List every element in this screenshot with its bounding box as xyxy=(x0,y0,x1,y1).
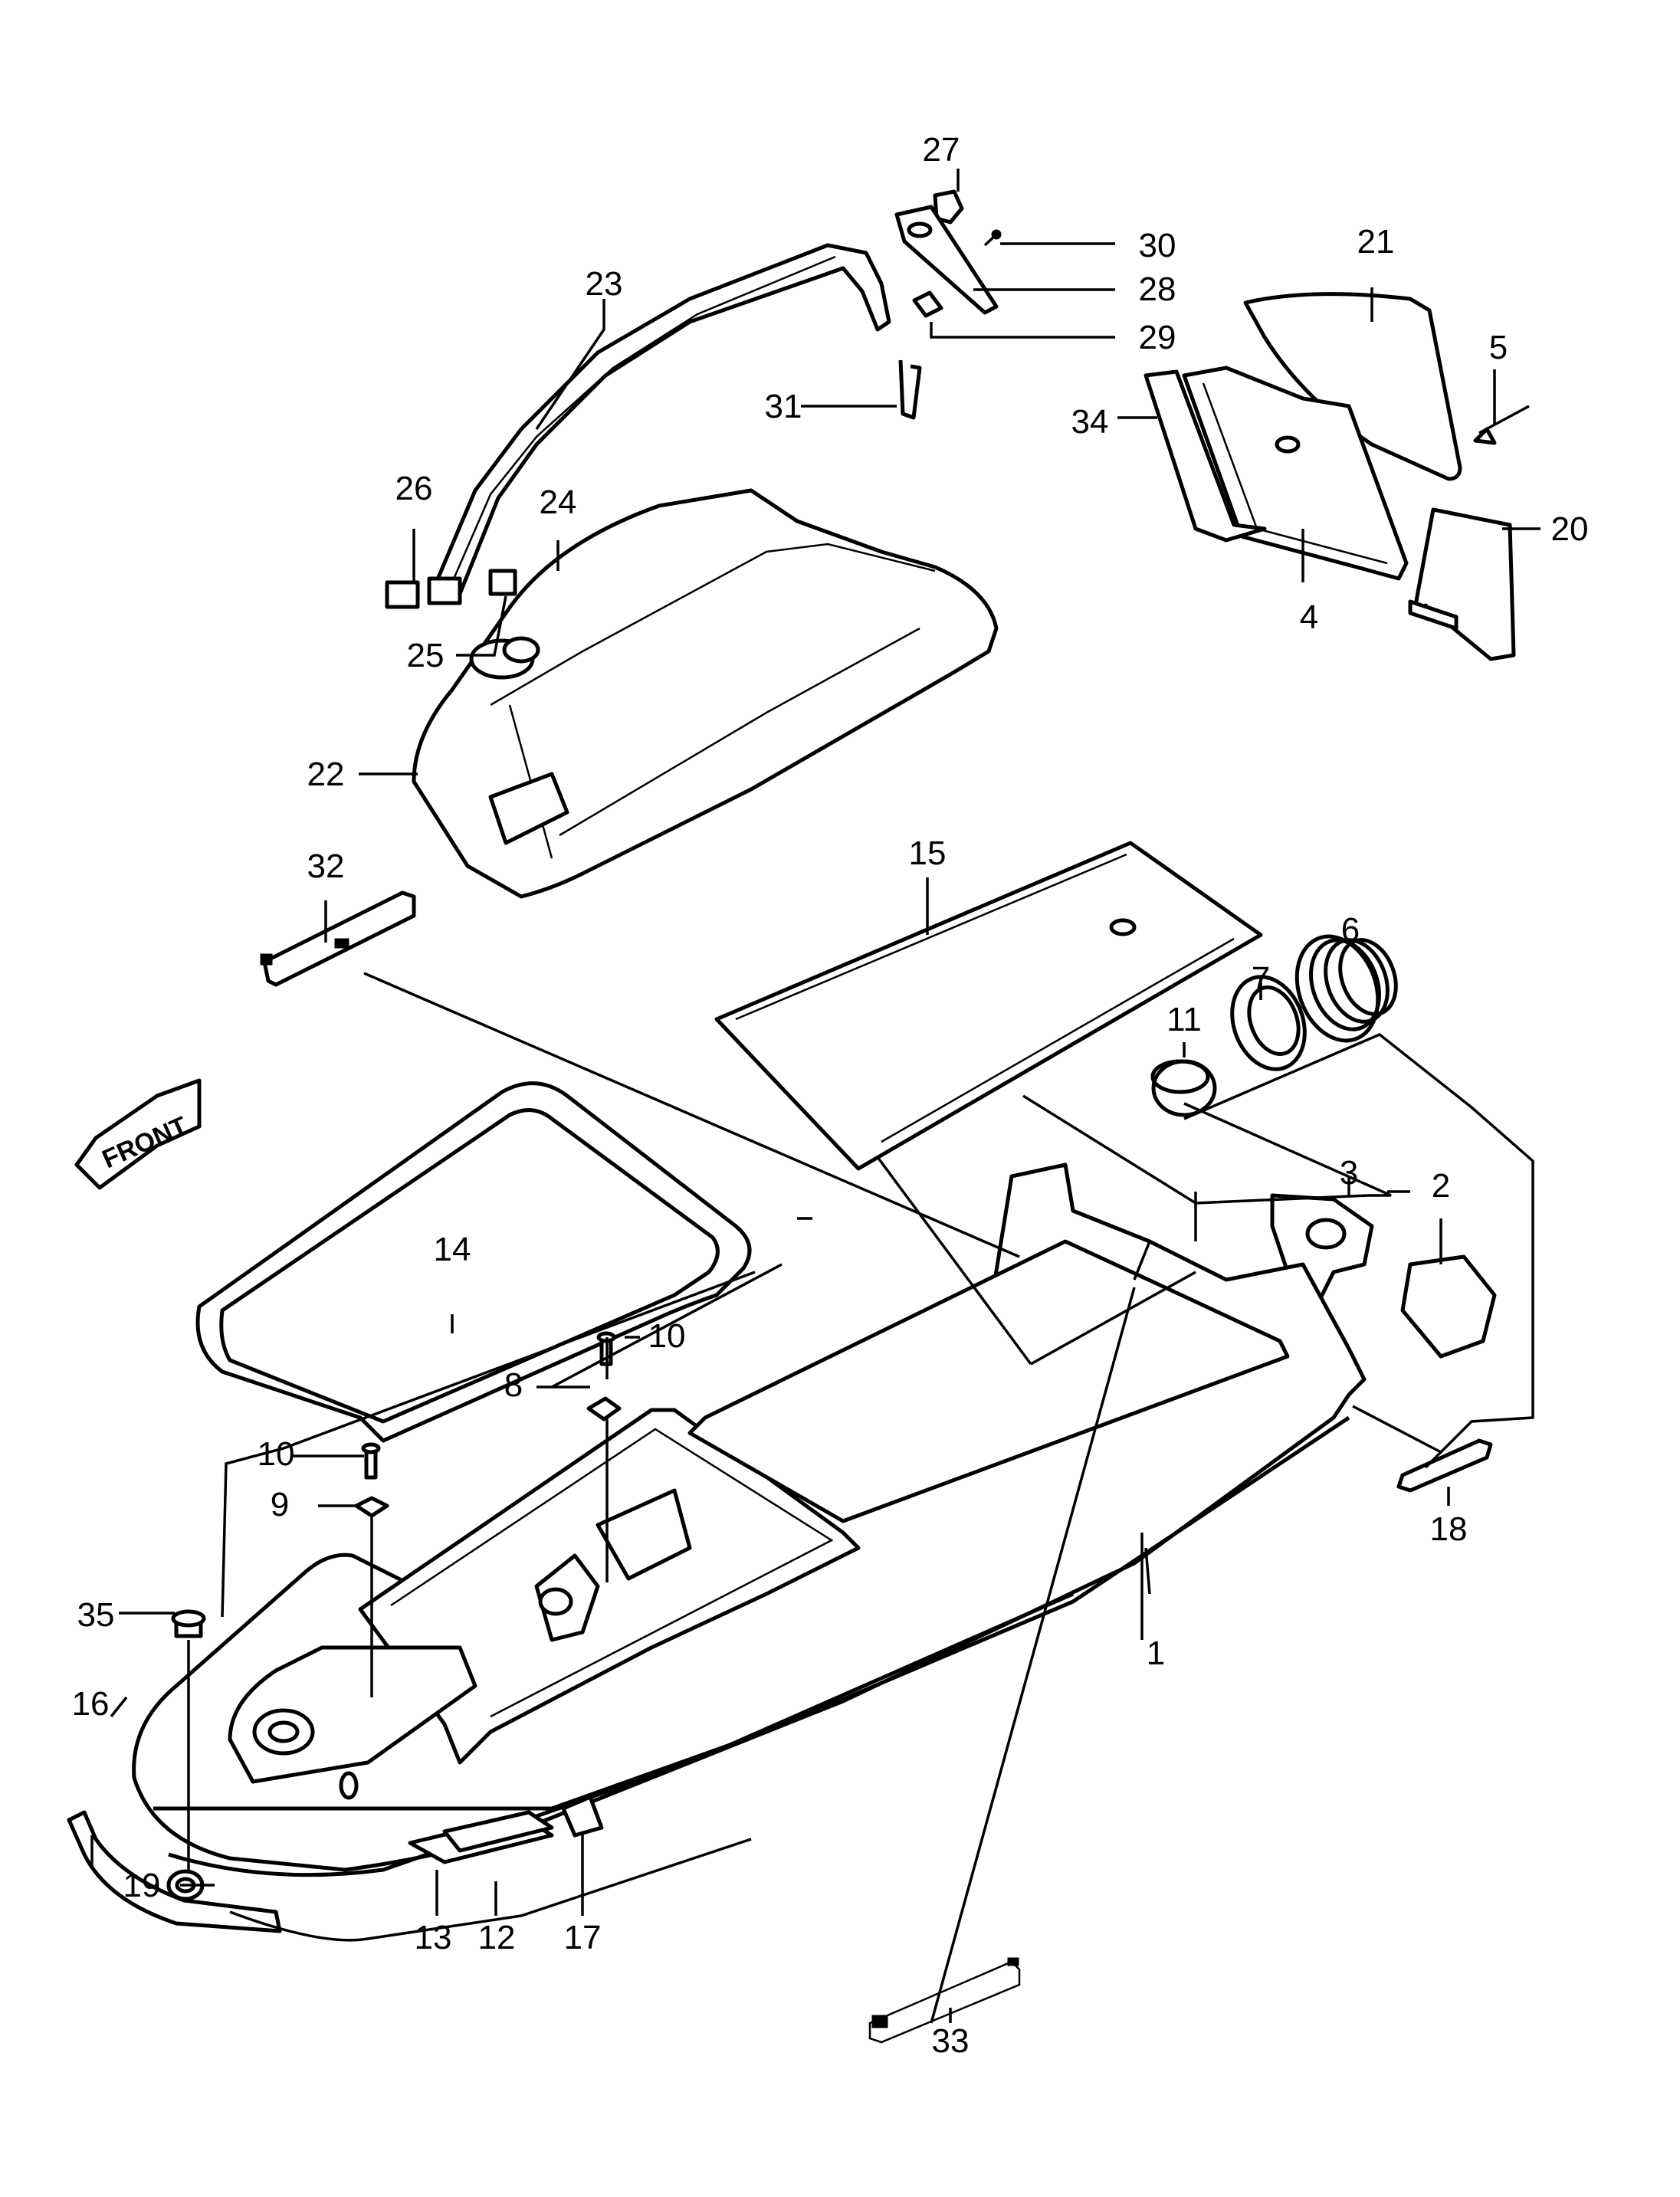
callout-19: 19 xyxy=(123,1867,161,1904)
callout-13: 13 xyxy=(415,1919,452,1956)
callout-29: 29 xyxy=(1139,319,1176,356)
part-2-cover xyxy=(1400,1254,1497,1359)
part-9-nut xyxy=(354,1496,389,1518)
part-34-side-panel xyxy=(1144,369,1267,543)
callout-34: 34 xyxy=(1071,403,1109,441)
part-20-side-panel xyxy=(1408,507,1516,661)
callout-21: 21 xyxy=(1357,223,1395,261)
part-32-decal xyxy=(260,890,416,987)
callout-9: 9 xyxy=(271,1486,289,1523)
callout-10-upper: 10 xyxy=(648,1317,686,1355)
callout-35: 35 xyxy=(77,1596,115,1634)
part-7-ring xyxy=(1230,975,1307,1071)
part-16-bumper xyxy=(67,1810,282,1933)
part-22-hood xyxy=(412,488,999,899)
callout-15: 15 xyxy=(909,835,947,872)
part-1-hull xyxy=(132,1162,1367,1877)
callout-20: 20 xyxy=(1551,510,1589,548)
front-arrow-icon: FRONT xyxy=(74,1078,202,1190)
part-15-mat xyxy=(714,841,1263,1171)
callout-10-lower: 10 xyxy=(258,1435,295,1473)
callout-18: 18 xyxy=(1430,1510,1468,1548)
callout-30: 30 xyxy=(1139,227,1176,264)
callout-27: 27 xyxy=(923,131,960,169)
part-23-handle-pole xyxy=(385,243,891,609)
part-18-strip xyxy=(1396,1438,1493,1493)
callout-6: 6 xyxy=(1341,911,1360,949)
callout-22: 22 xyxy=(307,756,345,793)
callout-8: 8 xyxy=(504,1366,523,1404)
callout-5: 5 xyxy=(1489,329,1508,366)
leader-lines xyxy=(90,169,1541,2024)
part-29-clip xyxy=(912,290,943,318)
part-10-bolt-lower xyxy=(361,1442,381,1480)
callout-32: 32 xyxy=(307,848,345,885)
callout-26: 26 xyxy=(395,470,433,507)
callout-17: 17 xyxy=(564,1919,602,1956)
part-33-decal xyxy=(868,1957,1021,2044)
callout-33: 33 xyxy=(932,2022,970,2060)
callout-12: 12 xyxy=(478,1919,516,1956)
callout-14: 14 xyxy=(434,1231,471,1268)
callout-28: 28 xyxy=(1139,271,1176,308)
part-5-rivet xyxy=(1473,405,1530,445)
part-14-gasket xyxy=(195,1081,752,1443)
callout-1: 1 xyxy=(1147,1635,1165,1672)
part-35-plug xyxy=(171,1609,206,1638)
callout-11: 11 xyxy=(1166,1001,1202,1038)
part-6-bellows xyxy=(1294,934,1398,1043)
part-11-cap xyxy=(1150,1059,1217,1117)
callout-2: 2 xyxy=(1432,1167,1450,1205)
callout-25: 25 xyxy=(407,637,445,674)
part-30-screw xyxy=(983,229,1002,247)
part-31-hook xyxy=(898,359,922,420)
callout-3: 3 xyxy=(1340,1154,1358,1192)
callout-31: 31 xyxy=(765,388,802,425)
part-21-pad xyxy=(1243,292,1462,481)
callout-23: 23 xyxy=(586,265,623,303)
callout-4: 4 xyxy=(1300,598,1318,636)
callout-7: 7 xyxy=(1252,960,1270,998)
part-8-nut xyxy=(586,1396,622,1421)
part-25-bracket xyxy=(488,569,517,596)
part-28-latch-plate xyxy=(894,205,999,315)
callout-16: 16 xyxy=(72,1685,110,1723)
callout-24: 24 xyxy=(540,484,577,521)
